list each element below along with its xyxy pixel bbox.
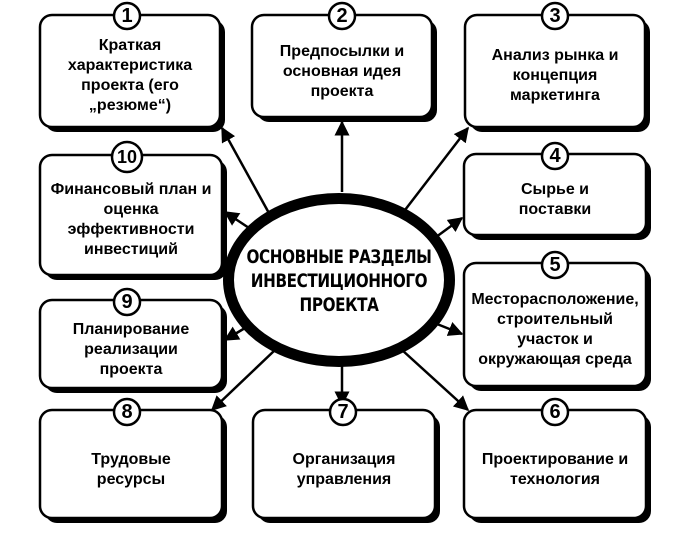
section-text-4: Сырье и поставки xyxy=(518,181,592,218)
arrow-to-1 xyxy=(220,126,272,216)
center-title-line-2: ИНВЕСТИЦИОННОГО xyxy=(250,270,428,292)
number-circle-7 xyxy=(328,397,358,427)
number-circle-8 xyxy=(112,397,142,427)
section-text-2: Предпосылки и основная идея проекта xyxy=(279,43,405,100)
section-number-4: 4 xyxy=(549,144,561,167)
section-number-10: 10 xyxy=(116,146,138,167)
section-text-7: Организация управления xyxy=(292,451,396,488)
section-number-2: 2 xyxy=(336,4,348,27)
number-circle-1 xyxy=(112,1,142,31)
section-number-3: 3 xyxy=(549,4,561,27)
number-circle-4 xyxy=(540,141,570,171)
arrow-to-8 xyxy=(210,349,276,412)
arrow-to-6 xyxy=(401,349,470,412)
center-ellipse xyxy=(232,202,446,358)
section-text-6: Проектирование и технология xyxy=(481,451,629,488)
section-text-1: Краткая характеристика проекта (его „рез… xyxy=(67,37,193,114)
section-text-9: Планирование реализации проекта xyxy=(72,321,190,378)
section-text-8: Трудовые ресурсы xyxy=(91,451,171,488)
section-text-10: Финансовый план и оценка эффективности и… xyxy=(50,181,212,258)
arrow-to-3 xyxy=(404,126,469,211)
center-title: ОСНОВНЫЕ РАЗДЕЛЫ ИНВЕСТИЦИОННОГО ПРОЕКТА xyxy=(246,235,432,327)
section-number-1: 1 xyxy=(121,4,133,27)
number-circle-10 xyxy=(110,140,144,174)
number-circle-6 xyxy=(540,397,570,427)
section-number-7: 7 xyxy=(337,400,349,423)
number-circle-2 xyxy=(327,1,357,31)
section-text-5: Месторасположение, строительный участок … xyxy=(471,291,639,368)
section-number-6: 6 xyxy=(549,400,561,423)
number-circle-5 xyxy=(540,250,570,280)
number-circle-9 xyxy=(112,287,142,317)
section-number-5: 5 xyxy=(549,253,561,276)
section-number-8: 8 xyxy=(121,400,133,423)
center-title-line-3: ПРОЕКТА xyxy=(299,294,379,316)
center-title-line-1: ОСНОВНЫЕ РАЗДЕЛЫ xyxy=(246,246,432,268)
number-circle-3 xyxy=(540,1,570,31)
section-number-9: 9 xyxy=(121,290,133,313)
section-text-3: Анализ рынка и концепция маркетинга xyxy=(491,47,619,104)
